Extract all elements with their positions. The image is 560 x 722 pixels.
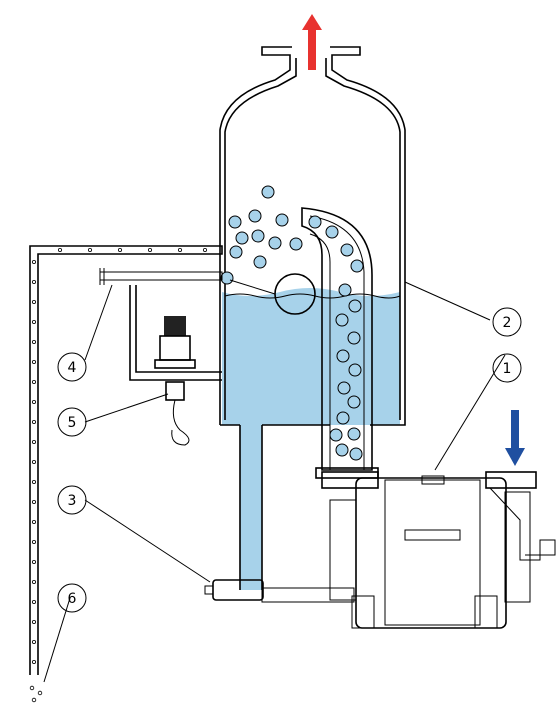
overflow-droplets [29,247,207,703]
callout-1-label: 1 [503,361,512,377]
overflow-pipe [29,245,223,703]
liquid-ring-pump [321,471,556,629]
vessel-liquid [222,288,400,425]
callout-1: 1 [492,353,522,383]
callout-3: 3 [57,485,87,515]
discharge-pipe [301,207,379,479]
float-ball [229,273,316,315]
arrow-down-icon [505,410,525,466]
vessel-bubbles [220,185,303,285]
callout-5: 5 [57,407,87,437]
callout-2: 2 [492,307,522,337]
arrow-up-icon [302,14,322,70]
callout-2-label: 2 [503,315,512,331]
level-pipe [99,268,223,381]
callout-leaders [43,281,506,683]
callout-6: 6 [57,583,87,613]
pipe-bubbles [308,215,364,461]
callout-6-label: 6 [68,591,77,607]
separator-vessel [219,46,406,426]
callout-3-label: 3 [68,493,77,509]
callout-5-label: 5 [68,415,77,431]
drain-pipe [204,425,355,603]
callout-4: 4 [57,352,87,382]
level-switch [154,316,196,446]
callout-4-label: 4 [68,360,77,376]
